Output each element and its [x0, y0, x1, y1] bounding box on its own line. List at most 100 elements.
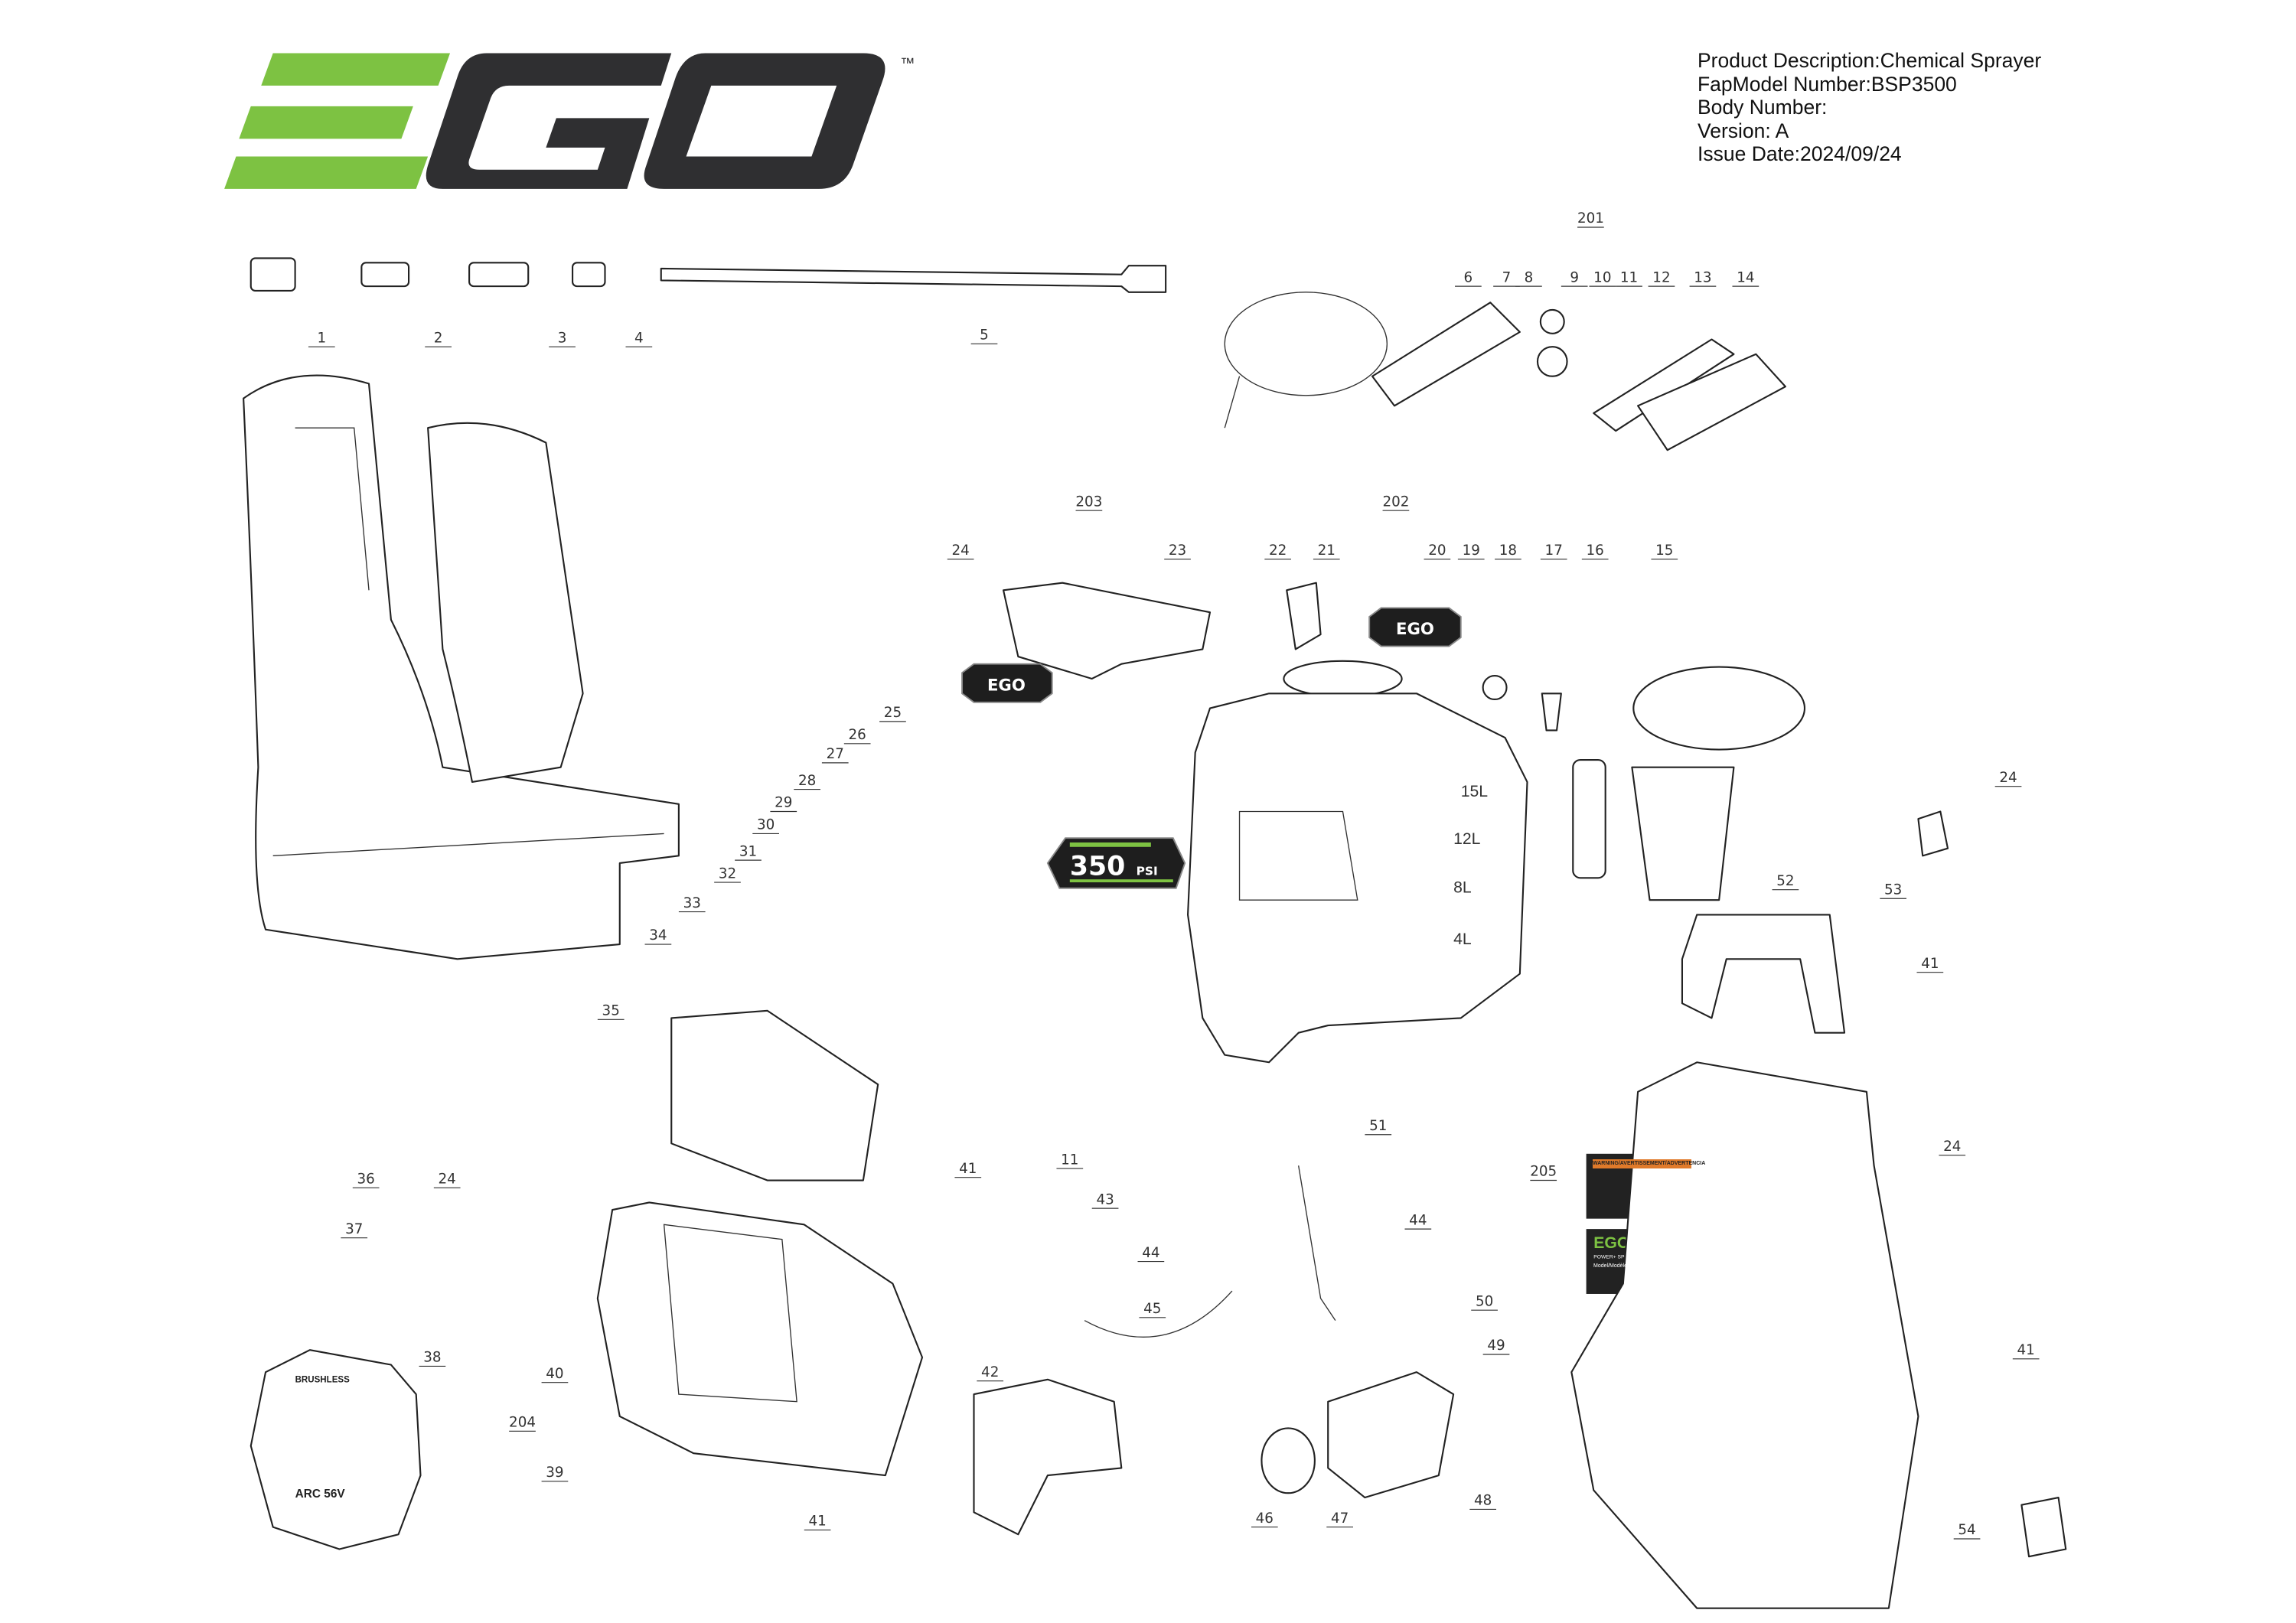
callout-40: 40 [546, 1366, 563, 1382]
svg-text:350: 350 [1070, 851, 1125, 882]
svg-text:POWER+ SPRAYER: POWER+ SPRAYER [1593, 1255, 1642, 1260]
callout-204: 204 [509, 1414, 536, 1430]
product-info-block: Product Description:Chemical Sprayer Fap… [1698, 49, 2041, 166]
callout-46: 46 [1256, 1511, 1274, 1527]
tank-mark-12l: 12L [1453, 830, 1481, 848]
battery-cover: BRUSHLESS ARC 56V [249, 1349, 422, 1550]
callout-7: 7 [1502, 269, 1512, 285]
callout-44: 44 [1409, 1212, 1427, 1228]
callout-205: 205 [1530, 1164, 1557, 1180]
tank-mark-15l: 15L [1461, 783, 1489, 800]
callout-45: 45 [1143, 1301, 1161, 1317]
callout-13: 13 [1694, 269, 1711, 285]
callout-15: 15 [1655, 543, 1673, 559]
callout-5: 5 [980, 328, 989, 344]
svg-text:EGO: EGO [1396, 619, 1434, 638]
callout-11: 11 [1620, 269, 1638, 285]
callout-52: 52 [1776, 873, 1794, 889]
callout-25: 25 [884, 705, 902, 721]
callout-48: 48 [1474, 1493, 1492, 1509]
callout-24: 24 [951, 543, 969, 559]
battery-housing [596, 1009, 924, 1477]
callout-35: 35 [602, 1003, 620, 1019]
ego-decal-small-1: EGO [961, 663, 1053, 703]
callout-50: 50 [1476, 1293, 1493, 1309]
svg-text:EGO: EGO [1593, 1234, 1629, 1252]
callout-28: 28 [798, 773, 816, 789]
callout-22: 22 [1269, 543, 1287, 559]
tank-mark-8l: 8L [1453, 879, 1472, 897]
callout-8: 8 [1525, 269, 1534, 285]
callout-41: 41 [959, 1161, 977, 1177]
callout-24: 24 [439, 1171, 456, 1187]
callout-10: 10 [1593, 269, 1611, 285]
350-psi-decal: 350 PSI [1046, 837, 1186, 889]
callout-17: 17 [1545, 543, 1563, 559]
callout-47: 47 [1331, 1511, 1349, 1527]
ego-logo: ™ [224, 53, 915, 189]
callout-11: 11 [1061, 1152, 1078, 1168]
callout-24: 24 [1943, 1139, 1961, 1155]
callout-27: 27 [827, 746, 844, 762]
callout-2: 2 [434, 330, 443, 346]
callout-41: 41 [2017, 1342, 2035, 1358]
callout-4: 4 [634, 330, 644, 346]
rating-label-model: Model/Modèle/Modelo: BSP3500 [1593, 1263, 1672, 1269]
nozzles-wand [249, 257, 1167, 293]
callout-203: 203 [1075, 494, 1102, 510]
callout-44: 44 [1142, 1245, 1159, 1261]
callout-53: 53 [1884, 882, 1902, 898]
callout-9: 9 [1570, 269, 1579, 285]
callout-21: 21 [1318, 543, 1336, 559]
callout-202: 202 [1382, 494, 1409, 510]
callout-31: 31 [739, 843, 757, 859]
callout-41: 41 [1921, 956, 1939, 972]
callout-49: 49 [1487, 1338, 1505, 1354]
callout-6: 6 [1464, 269, 1473, 285]
frame-back [1570, 810, 2067, 1609]
callout-24: 24 [1999, 770, 2017, 786]
callout-29: 29 [775, 795, 792, 811]
callout-1: 1 [317, 330, 326, 346]
warning-label-heading: WARNING/AVERTISSEMENT/ADVERTENCIA [1593, 1159, 1705, 1168]
callout-42: 42 [981, 1364, 999, 1380]
svg-text:PSI: PSI [1137, 864, 1158, 878]
backpack-harness [243, 374, 680, 960]
callout-18: 18 [1499, 543, 1517, 559]
callout-39: 39 [546, 1465, 563, 1481]
callout-20: 20 [1428, 543, 1446, 559]
ego-decal-small-2: EGO [1368, 607, 1462, 647]
callout-26: 26 [849, 727, 866, 743]
version: Version: A [1698, 119, 1789, 142]
filter-basket-lid [1572, 666, 1806, 901]
model-number: FapModel Number:BSP3500 [1698, 72, 1957, 96]
callout-16: 16 [1587, 543, 1604, 559]
callout-12: 12 [1652, 269, 1670, 285]
callout-54: 54 [1958, 1522, 1975, 1538]
callout-30: 30 [757, 817, 775, 833]
callout-34: 34 [649, 927, 667, 943]
pump-parts [973, 1165, 1455, 1536]
svg-text:™: ™ [900, 56, 915, 72]
callout-14: 14 [1737, 269, 1754, 285]
svg-text:ARC 56V: ARC 56V [295, 1488, 346, 1501]
callout-51: 51 [1369, 1118, 1387, 1134]
callout-19: 19 [1463, 543, 1480, 559]
callout-201: 201 [1577, 210, 1604, 227]
body-number: Body Number: [1698, 96, 1828, 119]
callout-36: 36 [357, 1171, 375, 1187]
callout-43: 43 [1096, 1191, 1114, 1207]
svg-text:BRUSHLESS: BRUSHLESS [295, 1376, 351, 1385]
callout-23: 23 [1169, 543, 1186, 559]
hose-trigger-assembly [1224, 292, 1786, 451]
callout-37: 37 [345, 1221, 363, 1237]
tank-mark-4l: 4L [1453, 930, 1472, 948]
callout-38: 38 [423, 1350, 441, 1366]
top-cover [1002, 582, 1212, 680]
issue-date: Issue Date:2024/09/24 [1698, 142, 1902, 165]
callout-3: 3 [558, 330, 567, 346]
callout-33: 33 [683, 895, 701, 911]
product-description: Product Description:Chemical Sprayer [1698, 49, 2042, 72]
